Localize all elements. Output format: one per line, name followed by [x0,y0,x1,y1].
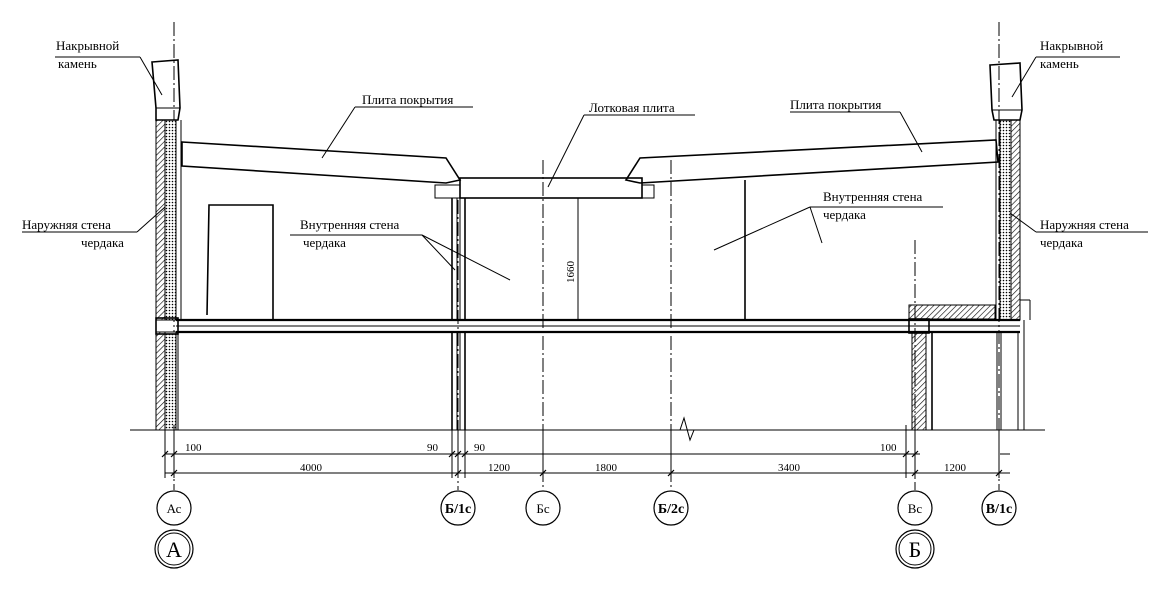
leader-lines [22,56,1148,281]
axis-bubble-v1c [981,490,1017,526]
label-int-wall-right-1: Внутренняя стена [823,189,923,204]
cap-stone-left [151,59,181,121]
axis-label-v1c: В/1с [986,502,1012,517]
label-roof-slab-left: Плита покрытия [362,92,453,107]
roof-slab-left [181,141,462,184]
label-cap-stone-right-1: Накрывной [1040,38,1103,53]
axis-label-a: А [166,537,182,562]
label-tray-slab: Лотковая плита [589,100,675,115]
axis-label-b2c: Б/2с [658,502,684,517]
dim-1200-left: 1200 [488,462,511,474]
axis-bubble-a-inner [157,532,191,566]
attic-opening [206,204,274,320]
label-ext-wall-left-1: Наружняя стена [22,217,111,232]
exterior-wall-left [155,119,182,431]
dim-1800: 1800 [595,462,618,474]
axis-bubble-vc [897,490,933,526]
axis-bubble-b-outer [895,529,935,569]
height-label: 1660 [565,261,577,284]
axis-label-vc: Вс [908,501,923,516]
dim-1200-right: 1200 [944,462,967,474]
axis-bubble-a-outer [154,529,194,569]
dim-4000: 4000 [300,462,323,474]
exterior-wall-right [995,119,1031,431]
label-int-wall-right-2: чердака [823,207,866,222]
axis-label-bc: Бс [536,501,549,516]
dim-3400: 3400 [778,462,801,474]
label-ext-wall-right-2: чердака [1040,235,1083,250]
axis-lines [173,22,1000,490]
roof-slab-right [624,139,999,184]
axis-markers: Ас Б/1с Бс Б/2с Вс В/1с А Б [154,490,1017,569]
axis-label-b1c: Б/1с [445,502,471,517]
label-cap-stone-right-2: камень [1040,56,1079,71]
dimension-lines: 100 4000 90 90 1200 1800 3400 100 1200 [130,416,1045,478]
axis-bubble-b-inner [898,532,932,566]
axis-label-ac: Ас [167,501,182,516]
label-roof-slab-right: Плита покрытия [790,97,881,112]
dim-100-left: 100 [185,442,202,454]
label-int-wall-left-2: чердака [303,235,346,250]
interior-wall-b1c [451,198,466,430]
axis-bubble-b1c [440,490,476,526]
axis-bubble-b2c [653,490,689,526]
height-dimension: 1660 [565,198,579,320]
dim-100-right: 100 [880,442,897,454]
cap-stone-right [989,62,1023,121]
label-ext-wall-left-2: чердака [81,235,124,250]
axis-bubble-bc [525,490,561,526]
attic-floor-slab [176,318,1020,334]
wall-vc [908,304,996,431]
axis-bubble-ac [156,490,192,526]
label-cap-stone-left-2: камень [58,56,97,71]
label-int-wall-left-1: Внутренняя стена [300,217,400,232]
dim-90-right: 90 [474,442,486,454]
label-ext-wall-right-1: Наружняя стена [1040,217,1129,232]
annotation-labels: Накрывной камень Накрывной камень Плита … [22,38,1129,250]
dim-90-left: 90 [427,442,439,454]
label-cap-stone-left-1: Накрывной [56,38,119,53]
axis-label-b: Б [909,537,922,562]
